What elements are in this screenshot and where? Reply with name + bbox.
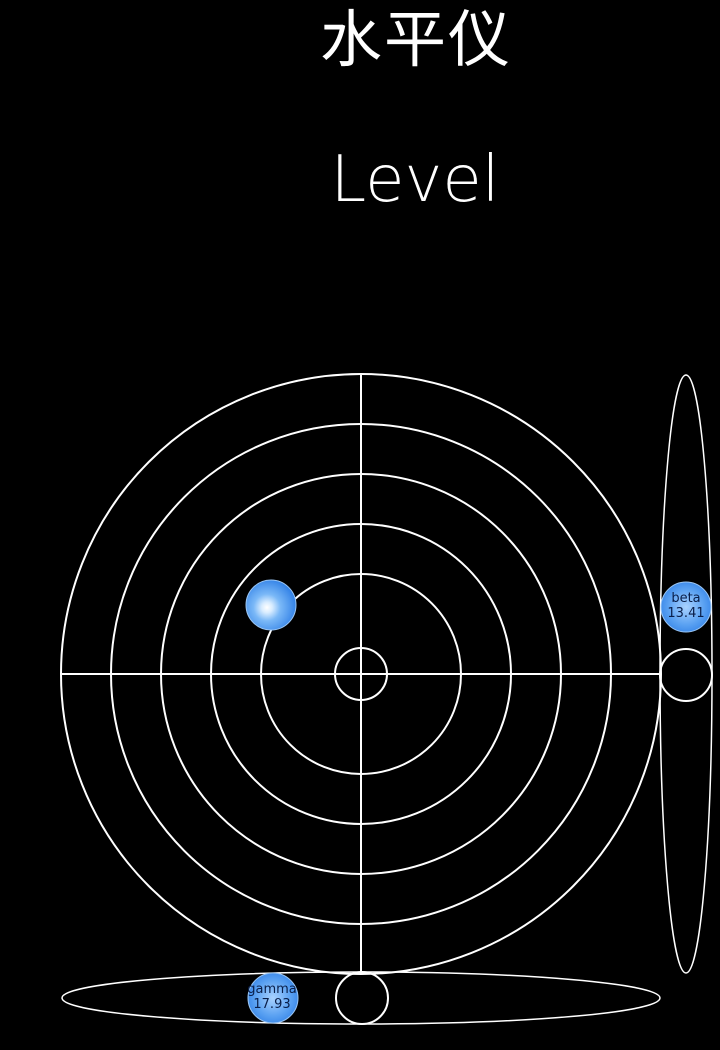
gamma-readout-value: 17.93	[253, 998, 291, 1012]
beta-readout-label: beta	[671, 592, 701, 606]
beta-tube-center-ring	[659, 648, 713, 702]
circular-level-dial	[60, 373, 662, 975]
gamma-tube-outline	[61, 971, 661, 1025]
beta-tube-outline	[659, 374, 713, 974]
page-title-english: Level	[330, 143, 500, 217]
page-title-chinese: 水平仪	[319, 3, 512, 76]
beta-readout-value: 13.41	[667, 607, 705, 621]
gamma-bubble	[247, 972, 299, 1024]
beta-bubble	[660, 581, 712, 633]
gamma-tube	[61, 971, 661, 1025]
level-bubble	[245, 579, 297, 631]
gamma-tube-center-ring	[335, 971, 389, 1025]
beta-tube	[659, 374, 713, 974]
gamma-readout-label: gamma	[247, 983, 297, 997]
